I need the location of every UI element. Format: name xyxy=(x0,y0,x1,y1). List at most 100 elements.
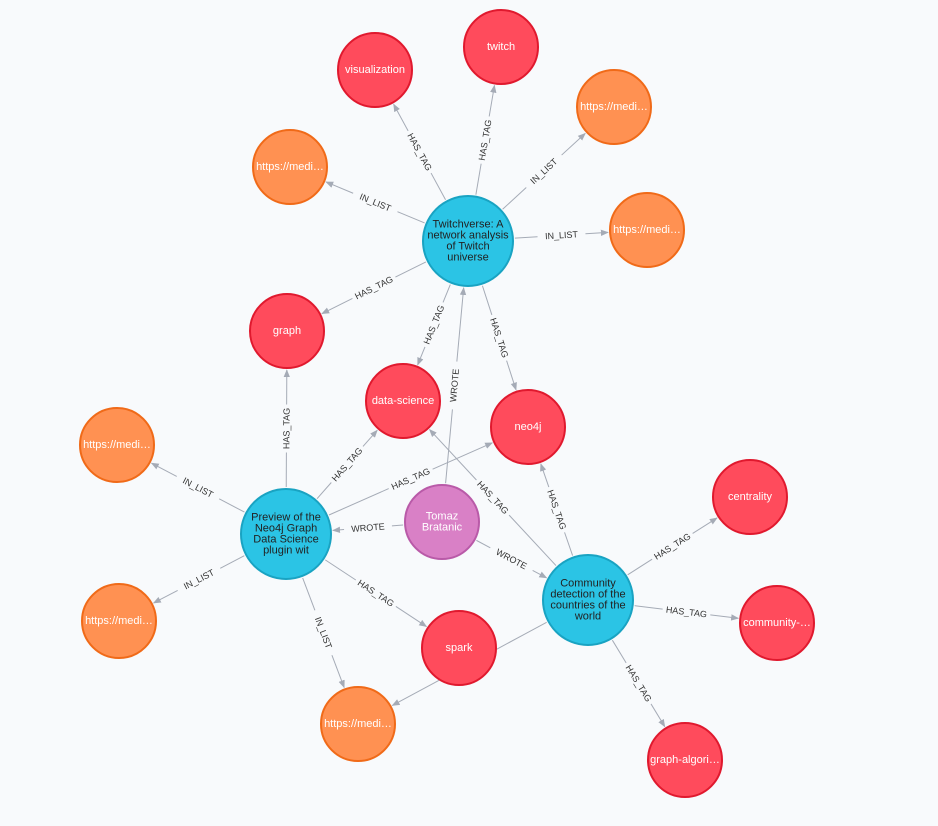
node-circle[interactable] xyxy=(404,484,480,560)
node-circle[interactable] xyxy=(421,610,497,686)
relationship-line xyxy=(514,236,538,239)
node-url6[interactable]: https://medi… xyxy=(320,686,396,762)
node-datascience[interactable]: data-science xyxy=(365,363,441,439)
node-visualization[interactable]: visualization xyxy=(337,32,413,108)
node-label: Tomaz xyxy=(426,511,458,523)
node-label: Neo4j Graph xyxy=(255,523,317,535)
relationship-twitchverse-url1[interactable]: IN_LIST xyxy=(325,181,425,224)
node-circle[interactable] xyxy=(739,585,815,661)
node-url3[interactable]: https://medi… xyxy=(609,192,685,268)
relationship-line xyxy=(328,488,389,516)
node-label: Preview of the xyxy=(251,512,321,524)
node-centrality[interactable]: centrality xyxy=(712,459,788,535)
relationship-preview-url5[interactable]: IN_LIST xyxy=(152,555,245,604)
relationship-label: HAS_TAG xyxy=(665,605,707,620)
relationship-twitchverse-url2[interactable]: IN_LIST xyxy=(502,132,586,210)
node-circle[interactable] xyxy=(542,554,634,646)
relationship-tomaz-preview[interactable]: WROTE xyxy=(332,521,404,534)
relationship-label: HAS_TAG xyxy=(545,489,568,531)
node-label: graph xyxy=(273,325,301,337)
relationship-tomaz-community[interactable]: WROTE xyxy=(476,539,548,579)
relationship-line xyxy=(220,555,245,569)
relationship-community-communitytag[interactable]: HAS_TAG xyxy=(634,605,740,621)
node-label: https://medi… xyxy=(85,615,153,627)
node-circle[interactable] xyxy=(320,686,396,762)
relationship-line xyxy=(481,285,493,316)
relationship-preview-datascience[interactable]: HAS_TAG xyxy=(316,429,378,500)
relationship-preview-url4[interactable]: IN_LIST xyxy=(150,462,245,513)
relationship-preview-url6[interactable]: IN_LIST xyxy=(302,577,345,689)
node-graphalgo[interactable]: graph-algori… xyxy=(647,722,723,798)
relationship-arrow xyxy=(391,674,449,706)
node-label: centrality xyxy=(728,491,773,503)
relationship-line xyxy=(502,187,527,210)
node-circle[interactable] xyxy=(79,407,155,483)
relationship-preview-spark[interactable]: HAS_TAG xyxy=(324,559,428,627)
relationship-arrow xyxy=(417,346,426,366)
relationship-label: WROTE xyxy=(448,368,461,402)
relationship-label: HAS_TAG xyxy=(281,408,291,449)
node-circle[interactable] xyxy=(249,293,325,369)
relationship-twitchverse-visualization[interactable]: HAS_TAG xyxy=(393,103,446,200)
relationship-community-centrality[interactable]: HAS_TAG xyxy=(627,517,718,576)
relationship-label: HAS_TAG xyxy=(356,578,396,609)
node-circle[interactable] xyxy=(252,129,328,205)
relationship-line xyxy=(442,284,451,303)
node-circle[interactable] xyxy=(81,583,157,659)
relationship-label: IN_LIST xyxy=(181,475,215,499)
node-url1[interactable]: https://medi… xyxy=(252,129,328,205)
relationship-community-neo4j[interactable]: HAS_TAG xyxy=(540,463,574,556)
relationship-label: WROTE xyxy=(351,521,385,534)
node-url5[interactable]: https://medi… xyxy=(81,583,157,659)
node-label: twitch xyxy=(487,41,515,53)
node-label: https://medi… xyxy=(580,101,648,113)
node-graph[interactable]: graph xyxy=(249,293,325,369)
node-twitch[interactable]: twitch xyxy=(463,9,539,85)
relationship-tomaz-twitchverse[interactable]: WROTE xyxy=(445,287,467,484)
node-label: data-science xyxy=(372,395,434,407)
node-neo4j[interactable]: neo4j xyxy=(490,389,566,465)
relationship-line xyxy=(395,261,427,278)
relationship-arrow xyxy=(150,462,177,477)
node-circle[interactable] xyxy=(490,389,566,465)
relationship-twitchverse-datascience[interactable]: HAS_TAG xyxy=(417,284,451,366)
node-circle[interactable] xyxy=(609,192,685,268)
relationship-line xyxy=(445,409,453,484)
node-circle[interactable] xyxy=(463,9,539,85)
node-label: plugin wit xyxy=(263,545,309,557)
node-label: https://medi… xyxy=(324,718,392,730)
node-spark[interactable]: spark xyxy=(421,610,497,686)
relationship-line xyxy=(476,539,491,549)
relationship-twitchverse-graph[interactable]: HAS_TAG xyxy=(321,261,427,315)
node-url2[interactable]: https://medi… xyxy=(576,69,652,145)
relationship-arrow xyxy=(561,132,586,156)
relationship-label: WROTE xyxy=(494,547,528,572)
node-circle[interactable] xyxy=(422,195,514,287)
node-circle[interactable] xyxy=(240,488,332,580)
node-label: spark xyxy=(446,642,473,654)
node-communitytag[interactable]: community-… xyxy=(739,585,815,661)
relationship-preview-graph[interactable]: HAS_TAG xyxy=(281,369,292,488)
relationship-line xyxy=(391,524,404,527)
node-url4[interactable]: https://medi… xyxy=(79,407,155,483)
node-label: graph-algori… xyxy=(650,754,720,766)
node-circle[interactable] xyxy=(365,363,441,439)
node-label: https://medi… xyxy=(613,224,681,236)
relationship-twitchverse-twitch[interactable]: HAS_TAG xyxy=(475,84,497,195)
relationship-label: HAS_TAG xyxy=(330,446,365,484)
relationship-arrow xyxy=(692,517,718,534)
relationship-twitchverse-neo4j[interactable]: HAS_TAG xyxy=(481,285,517,391)
relationship-twitchverse-url3[interactable]: IN_LIST xyxy=(514,229,609,241)
relationship-arrow xyxy=(393,103,409,132)
relationship-community-graphalgo[interactable]: HAS_TAG xyxy=(611,639,666,728)
node-circle[interactable] xyxy=(337,32,413,108)
node-circle[interactable] xyxy=(576,69,652,145)
node-circle[interactable] xyxy=(647,722,723,798)
node-circle[interactable] xyxy=(712,459,788,535)
node-label: Twitchverse: A xyxy=(433,219,505,231)
